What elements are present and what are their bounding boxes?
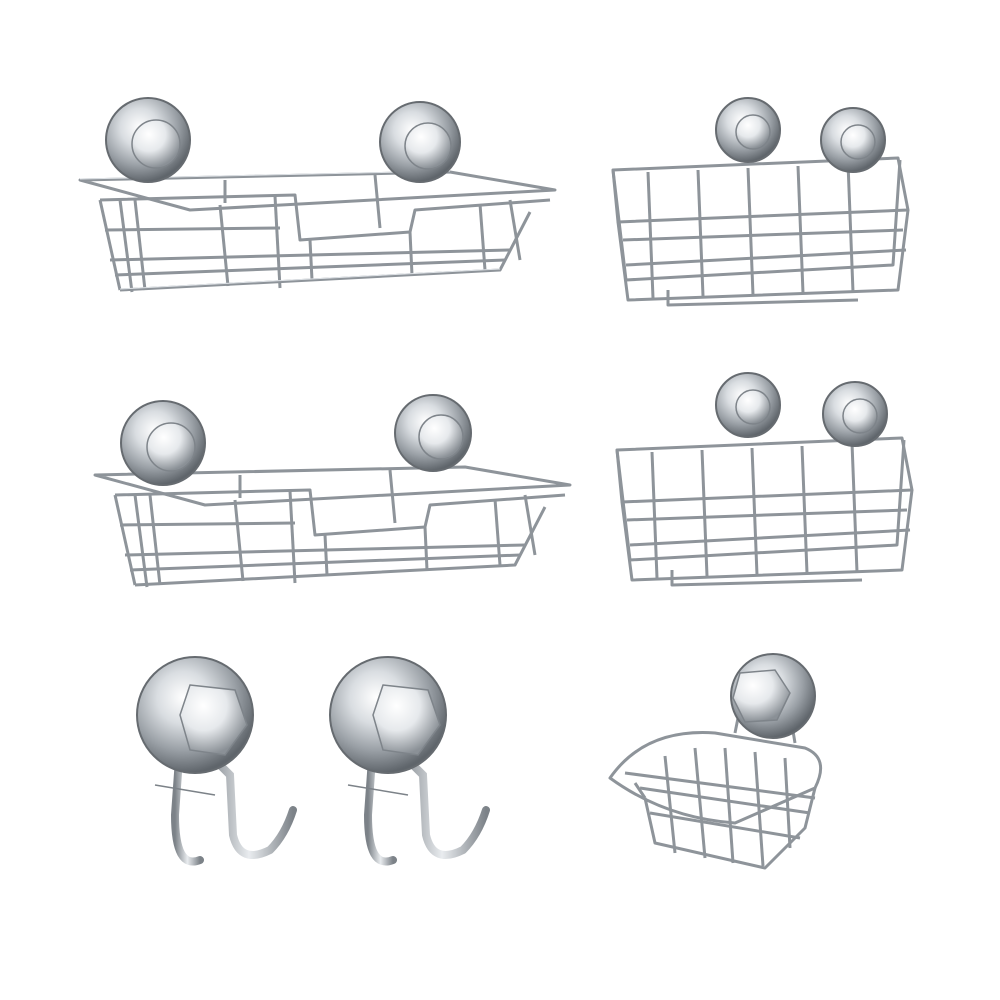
small-basket-middle xyxy=(615,372,914,587)
suction-cup-icon xyxy=(394,394,472,472)
suction-cup-icon xyxy=(730,653,816,739)
long-basket-top xyxy=(78,97,557,293)
suction-cup-icon xyxy=(822,381,888,447)
suction-cup-icon xyxy=(820,107,886,173)
double-hook-left xyxy=(136,656,297,866)
suction-cup-icon xyxy=(105,97,191,183)
double-hook-right xyxy=(329,656,490,866)
suction-cup-icon xyxy=(715,372,781,438)
suction-cup-icon xyxy=(136,656,254,774)
small-basket-top xyxy=(611,97,910,307)
suction-cup-icon xyxy=(329,656,447,774)
suction-cup-icon xyxy=(379,101,461,183)
long-basket-middle xyxy=(93,394,572,588)
soap-dish xyxy=(608,653,823,870)
suction-cup-icon xyxy=(120,400,206,486)
suction-cup-icon xyxy=(715,97,781,163)
